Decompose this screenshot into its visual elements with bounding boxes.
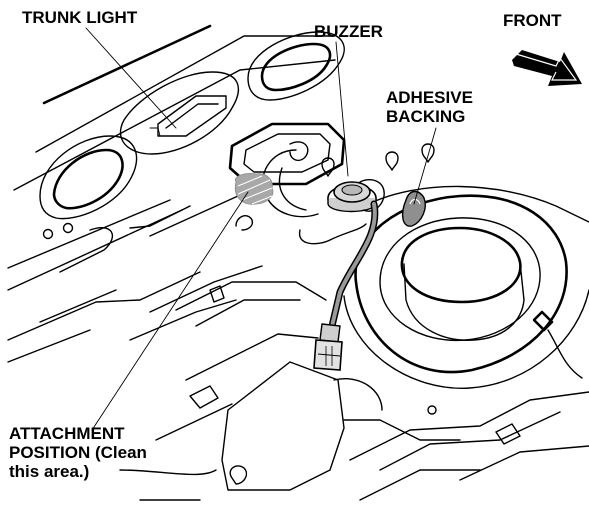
harness-wire [547,329,583,379]
panel-edge-line [42,24,212,105]
keyhole-holes [321,143,435,177]
attachment-position-patch [234,173,274,205]
panel-edge-line [35,35,331,153]
floor-contour-line [298,223,367,245]
square-tab [495,423,521,445]
upper-right-pocket [247,31,345,101]
adhesive-backing-label-line: BACKING [386,107,466,126]
leader-lines [85,27,437,431]
attachment-position-label-line: this area.) [9,462,90,481]
spare-tire-well [343,185,589,389]
adhesive-backing-label: ADHESIVE BACKING [386,88,473,126]
buzzer-connector [313,323,343,371]
leader-attachment-position [91,191,249,431]
well-outer-rim [343,289,589,389]
buzzer-label: BUZZER [314,22,383,41]
buzzer-wire [359,178,385,212]
buzzer [327,178,385,213]
rear-pan [221,361,345,491]
leader-trunk-light [85,27,177,129]
square-tab [209,285,225,303]
harness-wire [278,167,307,211]
trunk-light-lens [165,103,219,129]
square-opening [228,122,367,245]
square-tab [189,385,219,409]
trunk-light-recess [119,71,240,155]
harness-clip [289,141,309,162]
attachment-position-label-line: ATTACHMENT [9,424,125,443]
wire-clip [532,310,554,332]
direction-arrow-icon [512,50,582,86]
attachment-position-label-line: POSITION (Clean [9,443,147,462]
attachment-position-label: ATTACHMENT POSITION (Clean this area.) [9,424,147,481]
panel-edge-line [13,59,336,191]
leader-adhesive-backing [413,127,437,205]
adhesive-backing-label-line: ADHESIVE [386,88,473,107]
floor-ribs [7,185,263,363]
small-holes [42,222,437,415]
small-hook [235,215,254,231]
small-hook [229,465,248,485]
trunk-light-tab [149,127,161,137]
leader-buzzer [335,41,349,177]
rear-floor-plate [119,281,589,501]
front-label: FRONT [503,11,562,30]
adhesive-backing [401,190,426,227]
oval-pocket [39,135,138,220]
buzzer-harness [328,200,379,330]
trunk-light-label: TRUNK LIGHT [22,8,138,27]
